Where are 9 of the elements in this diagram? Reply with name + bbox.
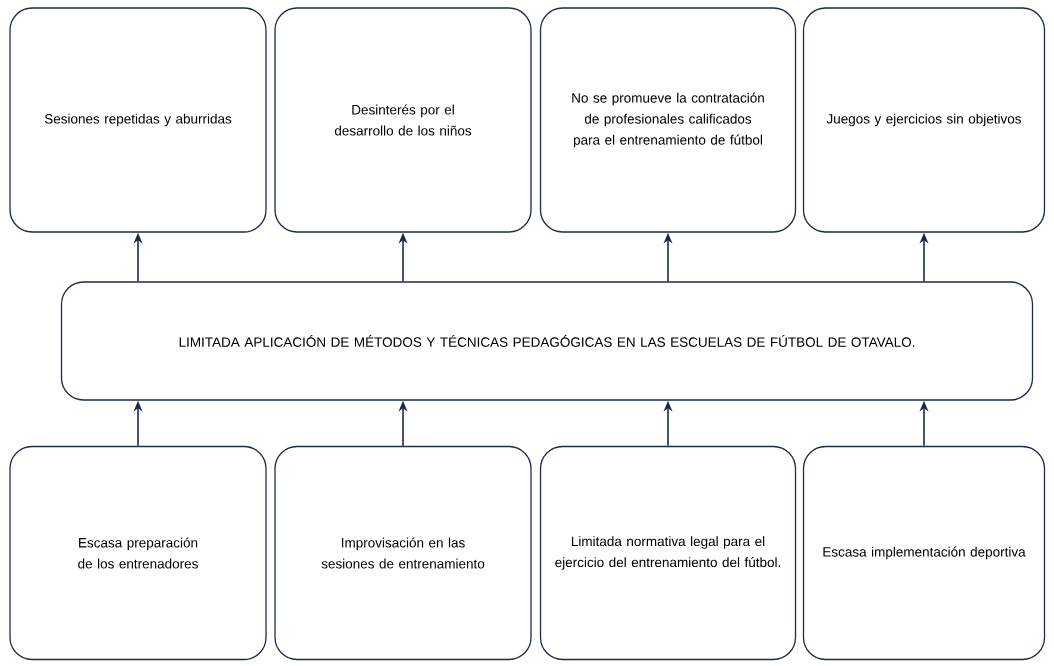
- text-box: No se promueve la contratación de profesionales calificados para el entrenamiento de fútbol: [539, 7, 797, 233]
- text-box: Escasa preparación de los entrenadores: [9, 445, 267, 661]
- text-box: Limitada normativa legal para el ejercicio del entrenamiento del fútbol.: [539, 445, 797, 661]
- text-box: Desinterés por el desarrollo de los niños: [274, 7, 532, 233]
- text-box: Juegos y ejercicios sin objetivos: [802, 7, 1046, 233]
- text-box: LIMITADA APLICACIÓN DE MÉTODOS Y TÉCNICAS PEDAGÓGICAS EN LAS ESCUELAS DE FÚTBOL DE OTAVALO.: [60, 281, 1034, 401]
- text-box: Sesiones repetidas y aburridas: [9, 7, 267, 233]
- text-box: Escasa implementación deportiva: [802, 445, 1046, 661]
- text-box: Improvisación en las sesiones de entrenamiento: [274, 445, 532, 661]
